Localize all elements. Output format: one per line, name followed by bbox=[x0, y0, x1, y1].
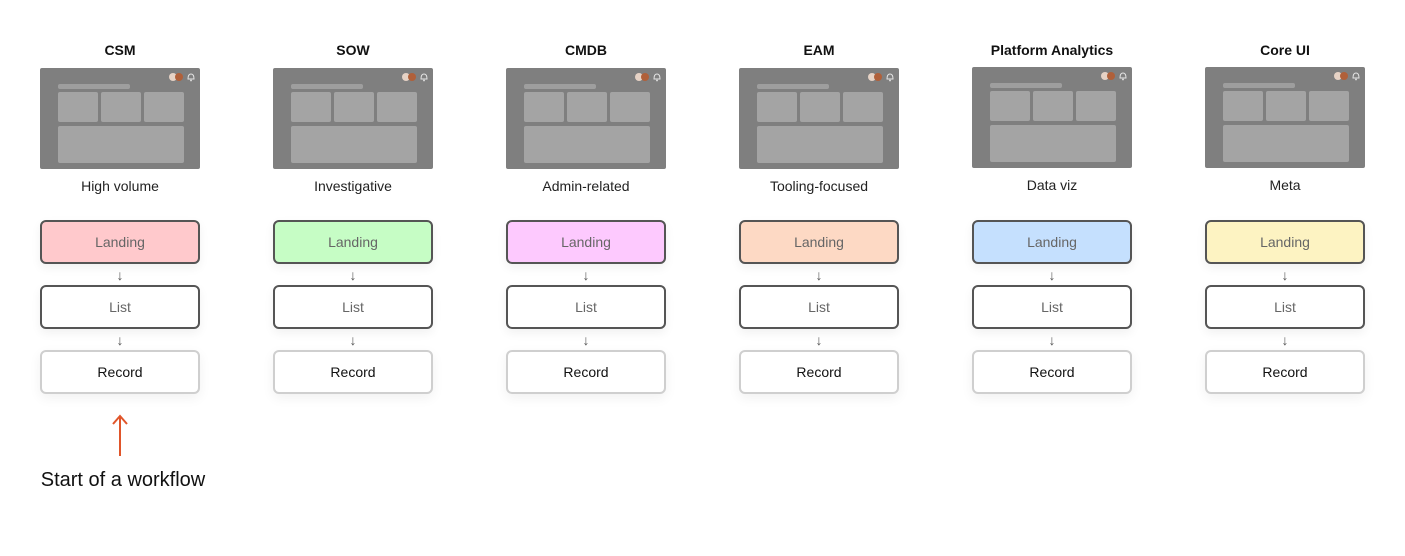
screen-thumbnail bbox=[506, 68, 666, 169]
landing-box: Landing bbox=[739, 220, 899, 264]
record-box: Record bbox=[40, 350, 200, 394]
flow-arrow-icon: ↓ bbox=[815, 332, 823, 348]
thumbnail-titlebar bbox=[524, 84, 596, 89]
record-box: Record bbox=[972, 350, 1132, 394]
column-description: Admin-related bbox=[542, 178, 630, 194]
list-box: List bbox=[506, 285, 666, 329]
thumbnail-card bbox=[990, 91, 1030, 121]
bell-icon bbox=[420, 73, 428, 82]
thumbnail-card bbox=[1223, 91, 1263, 121]
thumbnail-card bbox=[1076, 91, 1116, 121]
flow-arrow-icon: ↓ bbox=[582, 332, 590, 348]
thumbnail-card bbox=[1266, 91, 1306, 121]
column-title: Core UI bbox=[1260, 42, 1310, 58]
avatar-icon bbox=[635, 73, 649, 81]
list-box: List bbox=[1205, 285, 1365, 329]
thumbnail-card bbox=[1309, 91, 1349, 121]
flow-arrow-icon: ↓ bbox=[815, 267, 823, 283]
list-box: List bbox=[972, 285, 1132, 329]
record-box: Record bbox=[739, 350, 899, 394]
thumbnail-titlebar bbox=[990, 83, 1062, 88]
bell-icon bbox=[886, 73, 894, 82]
start-of-workflow-label: Start of a workflow bbox=[40, 469, 206, 491]
landing-box: Landing bbox=[273, 220, 433, 264]
thumbnail-card bbox=[567, 92, 607, 122]
screen-thumbnail bbox=[1205, 67, 1365, 168]
thumbnail-card bbox=[291, 92, 331, 122]
flow-arrow-icon: ↓ bbox=[116, 332, 124, 348]
thumbnail-card bbox=[757, 92, 797, 122]
column-description: Tooling-focused bbox=[769, 178, 869, 194]
avatar-icon bbox=[1334, 72, 1348, 80]
landing-box: Landing bbox=[40, 220, 200, 264]
column-title: CSM bbox=[104, 42, 136, 58]
avatar-icon bbox=[1101, 72, 1115, 80]
flow-arrow-icon: ↓ bbox=[1048, 332, 1056, 348]
thumbnail-card bbox=[377, 92, 417, 122]
flow-arrow-icon: ↓ bbox=[349, 332, 357, 348]
thumbnail-panel bbox=[291, 126, 417, 163]
screen-thumbnail bbox=[273, 68, 433, 169]
thumbnail-card bbox=[58, 92, 98, 122]
thumbnail-titlebar bbox=[291, 84, 363, 89]
thumbnail-card bbox=[144, 92, 184, 122]
avatar-icon bbox=[169, 73, 183, 81]
list-box: List bbox=[273, 285, 433, 329]
column-title: Platform Analytics bbox=[990, 42, 1114, 58]
thumbnail-panel bbox=[524, 126, 650, 163]
thumbnail-card bbox=[101, 92, 141, 122]
column-description: High volume bbox=[81, 178, 159, 194]
list-box: List bbox=[40, 285, 200, 329]
flow-arrow-icon: ↓ bbox=[1281, 332, 1289, 348]
column-description: Investigative bbox=[314, 178, 392, 194]
bell-icon bbox=[1352, 72, 1360, 81]
thumbnail-card bbox=[524, 92, 564, 122]
thumbnail-card bbox=[843, 92, 883, 122]
column-title: SOW bbox=[336, 42, 370, 58]
thumbnail-card bbox=[610, 92, 650, 122]
record-box: Record bbox=[506, 350, 666, 394]
column-title: CMDB bbox=[565, 42, 607, 58]
flow-arrow-icon: ↓ bbox=[1281, 267, 1289, 283]
thumbnail-titlebar bbox=[1223, 83, 1295, 88]
flow-arrow-icon: ↓ bbox=[116, 267, 124, 283]
landing-box: Landing bbox=[1205, 220, 1365, 264]
flow-arrow-icon: ↓ bbox=[582, 267, 590, 283]
list-box: List bbox=[739, 285, 899, 329]
thumbnail-titlebar bbox=[757, 84, 829, 89]
screen-thumbnail bbox=[40, 68, 200, 169]
bell-icon bbox=[653, 73, 661, 82]
bell-icon bbox=[1119, 72, 1127, 81]
flow-arrow-icon: ↓ bbox=[1048, 267, 1056, 283]
thumbnail-panel bbox=[757, 126, 883, 163]
screen-thumbnail bbox=[972, 67, 1132, 168]
thumbnail-panel bbox=[1223, 125, 1349, 162]
screen-thumbnail bbox=[739, 68, 899, 169]
thumbnail-panel bbox=[990, 125, 1116, 162]
thumbnail-card bbox=[800, 92, 840, 122]
column-description: Data viz bbox=[1026, 177, 1078, 193]
record-box: Record bbox=[1205, 350, 1365, 394]
avatar-icon bbox=[868, 73, 882, 81]
bell-icon bbox=[187, 73, 195, 82]
record-box: Record bbox=[273, 350, 433, 394]
start-arrow-icon bbox=[112, 414, 128, 456]
landing-box: Landing bbox=[972, 220, 1132, 264]
thumbnail-titlebar bbox=[58, 84, 130, 89]
avatar-icon bbox=[402, 73, 416, 81]
column-description: Meta bbox=[1269, 177, 1301, 193]
landing-box: Landing bbox=[506, 220, 666, 264]
flow-arrow-icon: ↓ bbox=[349, 267, 357, 283]
thumbnail-card bbox=[1033, 91, 1073, 121]
thumbnail-panel bbox=[58, 126, 184, 163]
thumbnail-card bbox=[334, 92, 374, 122]
column-title: EAM bbox=[803, 42, 835, 58]
